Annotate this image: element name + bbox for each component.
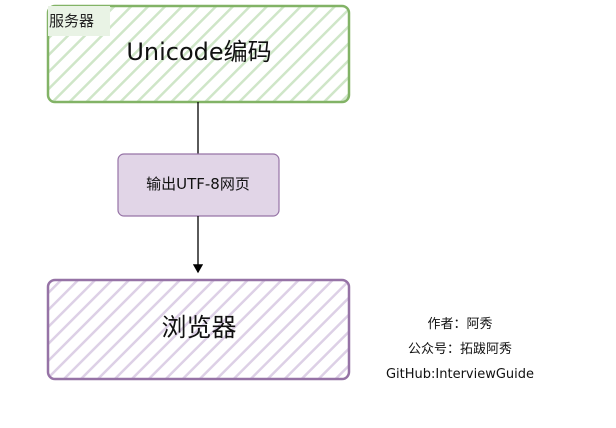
credit-author: 作者：阿秀 [427,317,493,332]
server-tag-box [48,6,110,36]
server-tag-label: 服务器 [49,12,95,30]
credit-account: 公众号：拓跋阿秀 [407,342,512,357]
server-title: Unicode编码 [126,38,272,66]
browser-node [46,278,351,381]
browser-title: 浏览器 [161,313,237,342]
credit-github: GitHub:InterviewGuide [385,367,535,382]
output-label: 输出UTF-8网页 [146,175,250,193]
